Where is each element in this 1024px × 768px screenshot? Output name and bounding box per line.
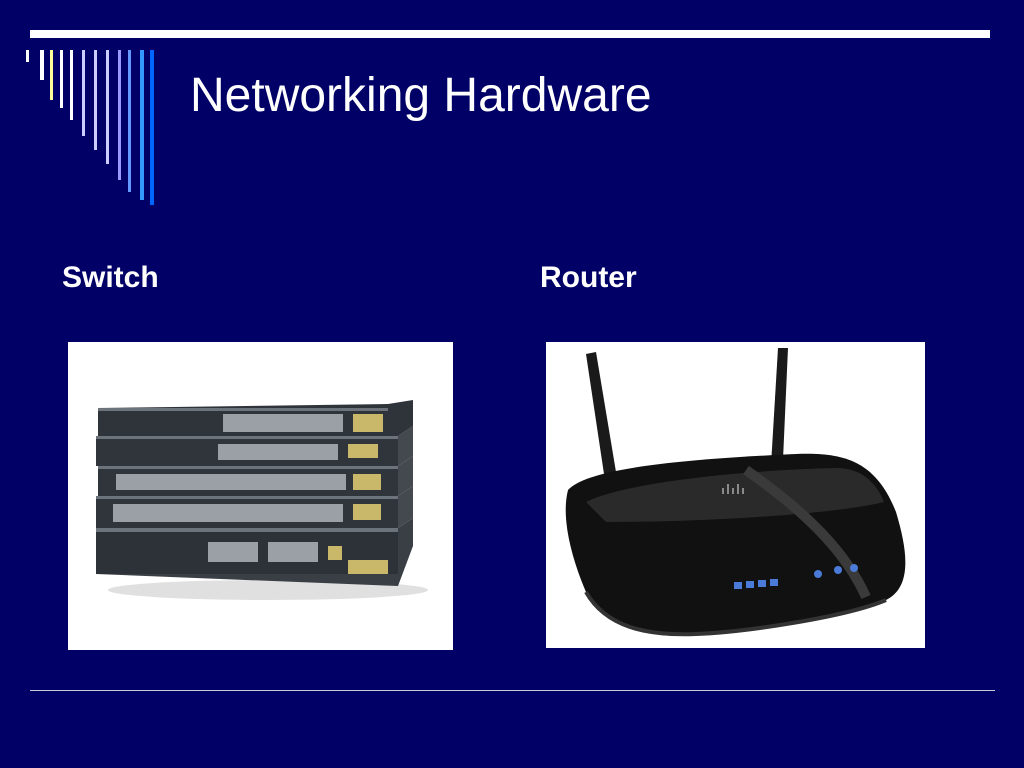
bottom-rule <box>30 690 995 691</box>
slide-title: Networking Hardware <box>190 69 652 122</box>
switch-image-panel <box>68 342 453 650</box>
switch-label: Switch <box>62 261 159 294</box>
network-switch-stack-image <box>96 400 428 600</box>
top-rule <box>30 30 990 38</box>
router-label: Router <box>540 261 637 294</box>
decorative-stripes <box>26 50 154 205</box>
router-image-panel <box>546 342 925 648</box>
wireless-router-image <box>565 348 906 637</box>
